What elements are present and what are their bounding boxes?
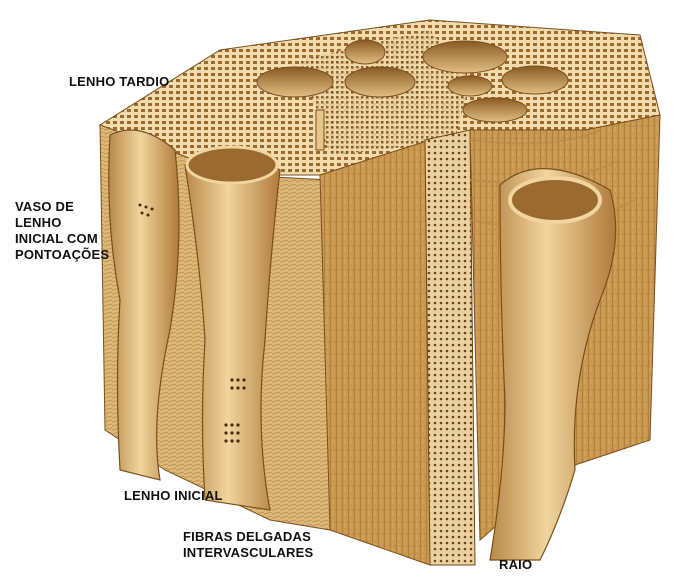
label-line: PONTOAÇÕES bbox=[15, 247, 109, 263]
label-lenho-inicial: LENHO INICIAL bbox=[124, 488, 223, 504]
label-raio: RAIO bbox=[499, 557, 532, 573]
vessel-opening bbox=[345, 67, 415, 97]
vessel-opening bbox=[502, 66, 568, 94]
label-vaso-lenho-inicial: VASO DE LENHO INICIAL COM PONTOAÇÕES bbox=[15, 199, 109, 263]
block-front-face bbox=[320, 140, 430, 565]
fiber-stub bbox=[316, 110, 324, 150]
label-line: LENHO bbox=[15, 215, 109, 231]
label-lenho-tardio: LENHO TARDIO bbox=[69, 74, 169, 90]
vessel-opening bbox=[257, 67, 333, 97]
vessel-opening bbox=[345, 40, 385, 64]
label-line: INICIAL COM bbox=[15, 231, 109, 247]
vessel-cross-section bbox=[187, 147, 277, 183]
label-line: INTERVASCULARES bbox=[183, 545, 313, 561]
label-fibras-delgadas: FIBRAS DELGADAS INTERVASCULARES bbox=[183, 529, 313, 561]
vessel-opening bbox=[463, 98, 527, 122]
vessel-opening bbox=[423, 41, 507, 73]
vessel-opening bbox=[448, 76, 492, 96]
vessel-cross-section bbox=[510, 178, 600, 222]
label-line: FIBRAS DELGADAS bbox=[183, 529, 313, 545]
ray-band bbox=[425, 130, 475, 565]
label-line: VASO DE bbox=[15, 199, 109, 215]
